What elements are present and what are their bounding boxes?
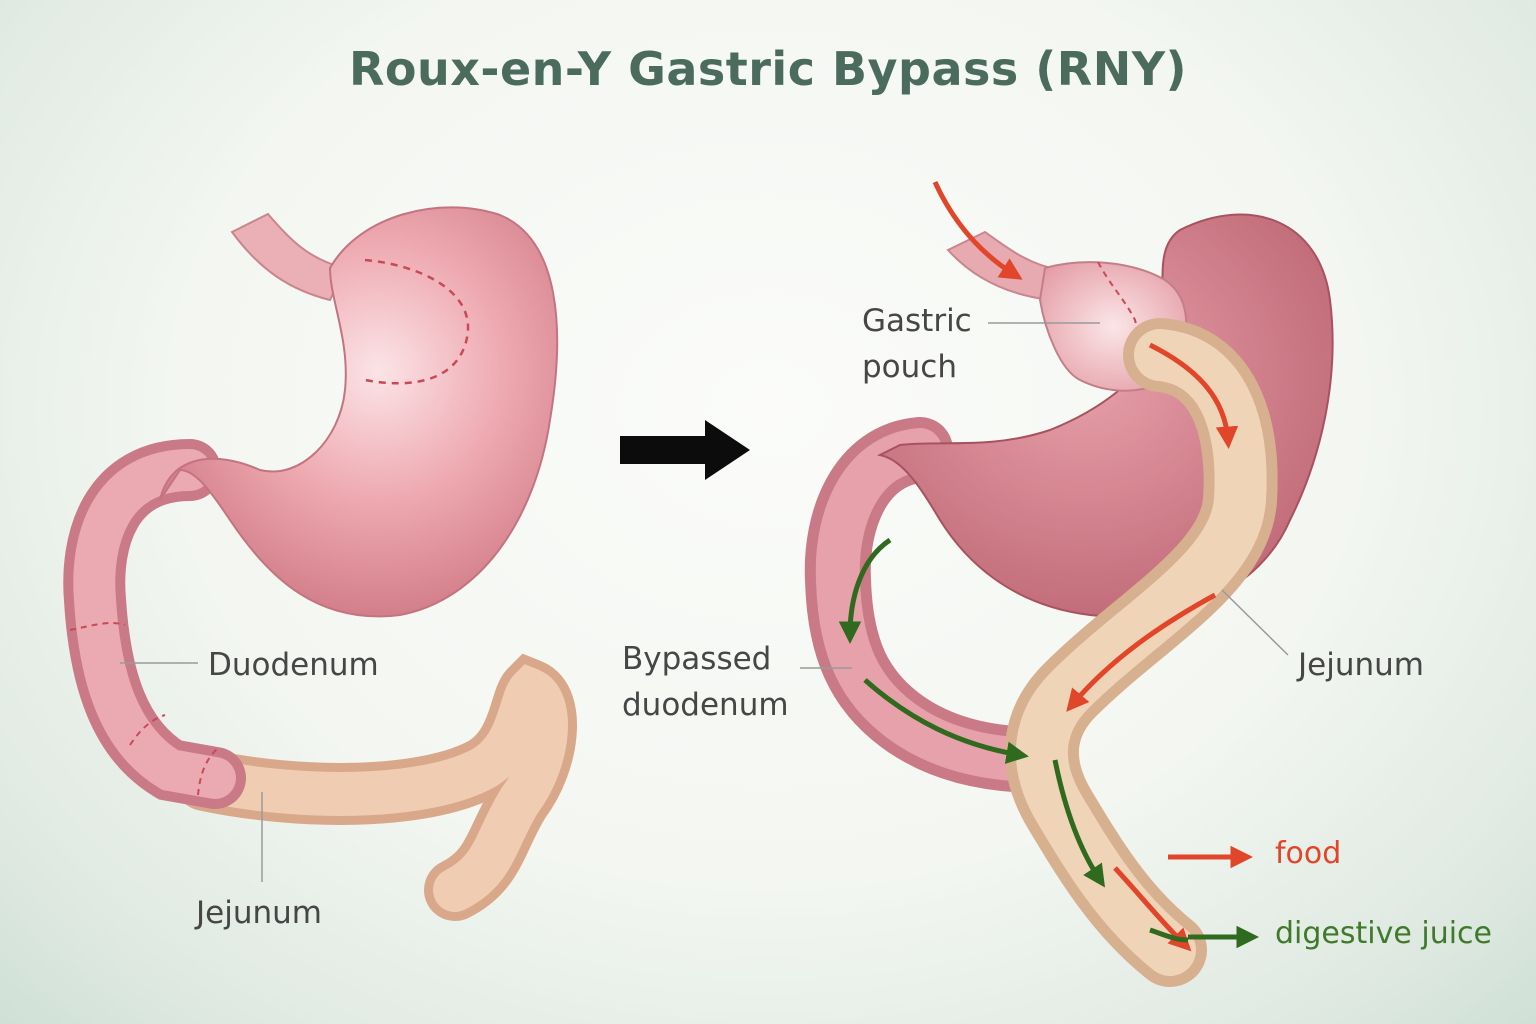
gastric-pouch-label-line2: pouch	[862, 344, 972, 390]
esophagus-before	[232, 214, 345, 300]
legend-juice-label: digestive juice	[1275, 916, 1492, 951]
bypassed-duodenum-label-line1: Bypassed	[622, 636, 789, 682]
jejunum-label-after: Jejunum	[1298, 642, 1424, 688]
jejunum-leader-line-after	[1222, 590, 1288, 655]
bypassed-duodenum-label-line2: duodenum	[622, 682, 789, 728]
gastric-pouch-label-line1: Gastric	[862, 298, 972, 344]
transition-arrow-icon	[620, 420, 750, 480]
jejunum-label-before: Jejunum	[196, 890, 322, 936]
gastric-pouch-label: Gastric pouch	[862, 298, 972, 390]
duodenum-label: Duodenum	[208, 642, 379, 688]
normal-stomach-illustration	[70, 207, 557, 890]
bypassed-duodenum-label: Bypassed duodenum	[622, 636, 789, 728]
legend-food-label: food	[1275, 836, 1341, 871]
stomach-body-before	[160, 207, 557, 616]
page-title: Roux-en-Y Gastric Bypass (RNY)	[0, 42, 1536, 96]
